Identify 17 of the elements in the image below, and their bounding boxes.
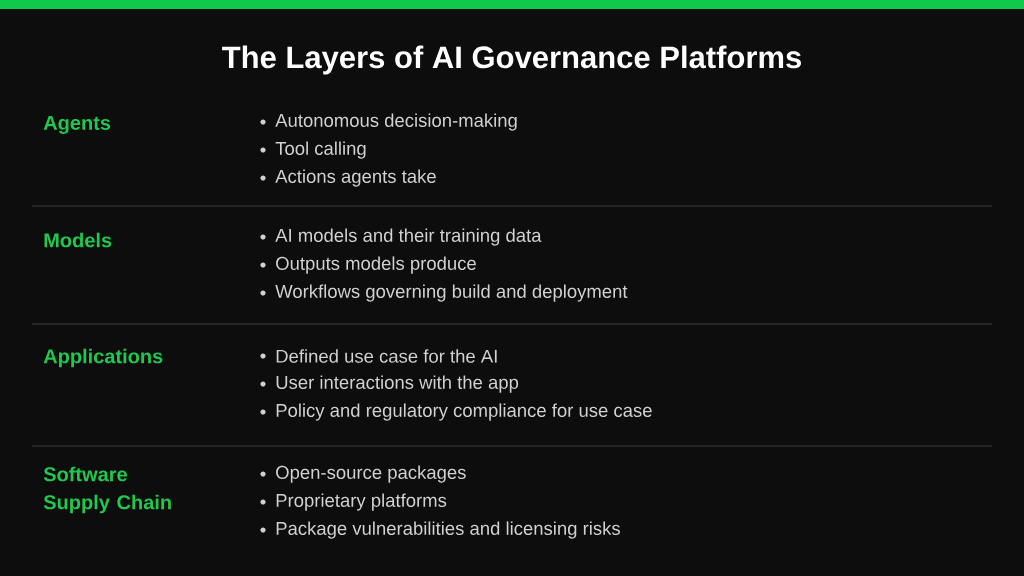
bullet-text: Tool calling [275, 141, 366, 159]
bullet-text: Defined use case for the AI [276, 349, 497, 363]
bullet-text: Proprietary platforms [276, 493, 447, 511]
bullet-text: Actions agents take [275, 169, 436, 187]
layer-heading: Models [44, 232, 112, 248]
bullet-text: Outputs models produce [276, 256, 476, 274]
bullet-text: Policy and regulatory compliance for use case [276, 403, 652, 421]
title: The Layers of AI Governance Platforms [222, 45, 801, 75]
bullet-text: Workflows governing build and deployment [275, 284, 628, 302]
layer-heading: Software Supply Chain [43, 466, 171, 514]
layer-heading: Agents [43, 116, 111, 134]
bullet-text: Open-source packages [276, 465, 466, 483]
bullet-text: Autonomous decision-making [275, 113, 517, 131]
layer-heading: Applications [43, 348, 163, 368]
bullet-text: Package vulnerabilities and licensing risks [276, 521, 620, 539]
bullet-text: AI models and their training data [275, 228, 542, 246]
bullet-text: User interactions with the app [276, 375, 519, 393]
